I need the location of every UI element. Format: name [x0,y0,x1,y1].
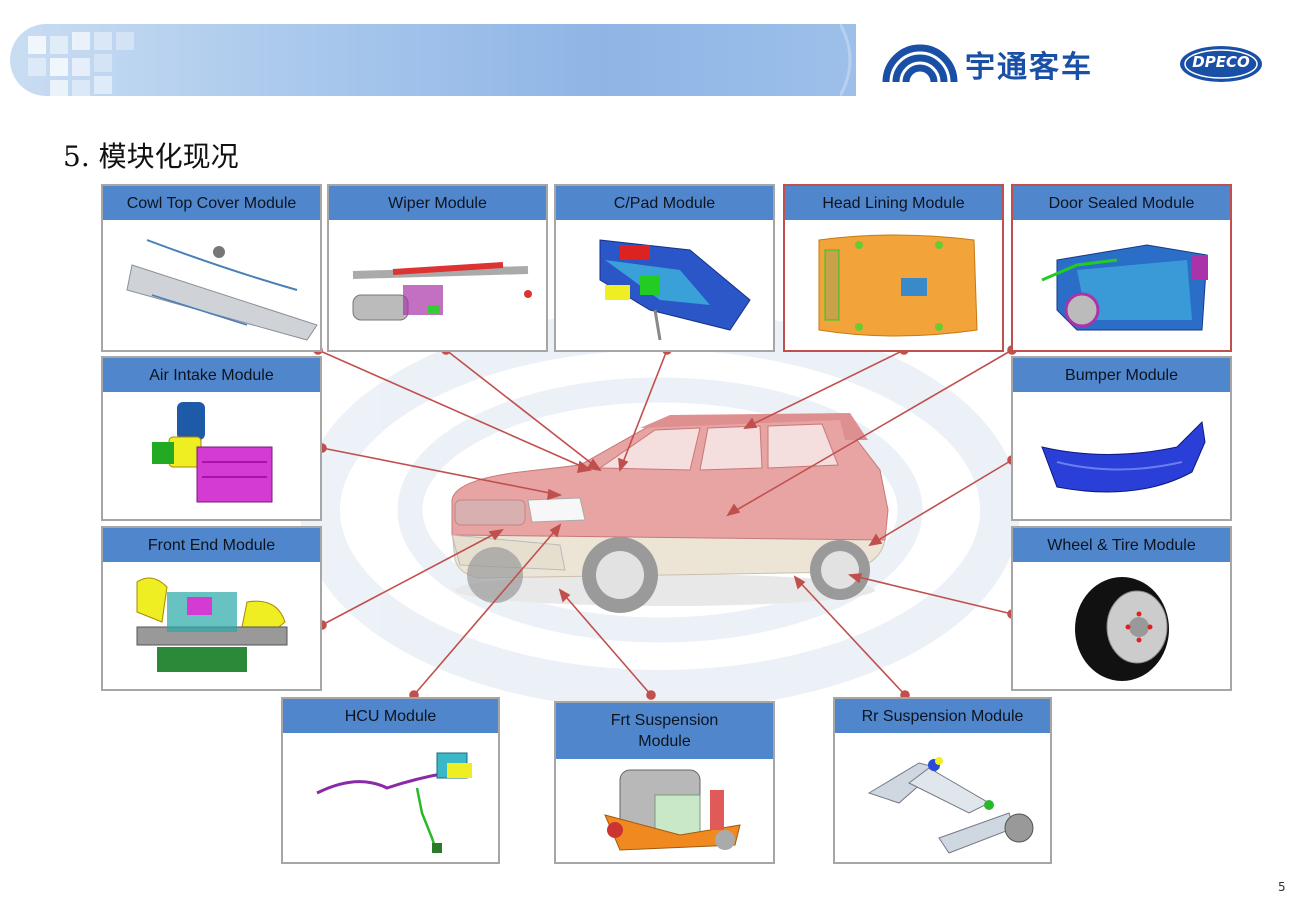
wheel-part-image [1075,577,1169,681]
page-number: 5 [1278,880,1286,894]
module-bumper: Bumper Module [1011,356,1232,521]
module-label: Rr Suspension Module [835,699,1050,733]
car-illustration [451,413,889,613]
yutong-logo-icon [882,44,958,83]
wiper-part-image [352,262,532,321]
module-wiper: Wiper Module [327,184,548,352]
module-front-end: Front End Module [101,526,322,691]
page-title: 5. 模块化现况 [63,140,239,173]
module-label: Door Sealed Module [1013,186,1230,220]
module-wheel-tire: Wheel & Tire Module [1011,526,1232,691]
module-label: Head Lining Module [785,186,1002,220]
module-hcu: HCU Module [281,697,500,864]
head-lining-part-image [818,234,978,337]
module-label: Cowl Top Cover Module [103,186,320,220]
frt-suspension-part-image [604,769,741,851]
module-label: C/Pad Module [556,186,773,220]
module-label: Bumper Module [1013,358,1230,392]
module-label: Air Intake Module [103,358,320,392]
cowl-part-image [126,239,318,341]
rr-suspension-part-image [867,757,1034,854]
cpad-part-image [599,239,751,341]
module-label: Front End Module [103,528,320,562]
air-intake-part-image [152,402,273,503]
brand-name: 宇通客车 [965,50,1093,85]
dpeco-logo-text: DPECO [1192,53,1250,71]
module-air-intake: Air Intake Module [101,356,322,521]
banner-curve [840,24,852,96]
module-frt-suspension: Frt Suspension Module [554,701,775,864]
front-end-part-image [136,577,288,672]
header-banner [10,24,856,96]
module-label: Wiper Module [329,186,546,220]
module-label: HCU Module [283,699,498,733]
hcu-part-image [316,752,472,854]
module-cowl-top-cover: Cowl Top Cover Module [101,184,322,352]
module-head-lining: Head Lining Module [783,184,1004,352]
module-cpad: C/Pad Module [554,184,775,352]
bumper-part-image [1041,420,1206,493]
dpeco-logo-icon [1180,46,1262,82]
module-label: Frt Suspension Module [556,703,773,759]
door-part-image [1041,244,1208,331]
module-door-sealed: Door Sealed Module [1011,184,1232,352]
module-label: Wheel & Tire Module [1013,528,1230,562]
module-rr-suspension: Rr Suspension Module [833,697,1052,864]
